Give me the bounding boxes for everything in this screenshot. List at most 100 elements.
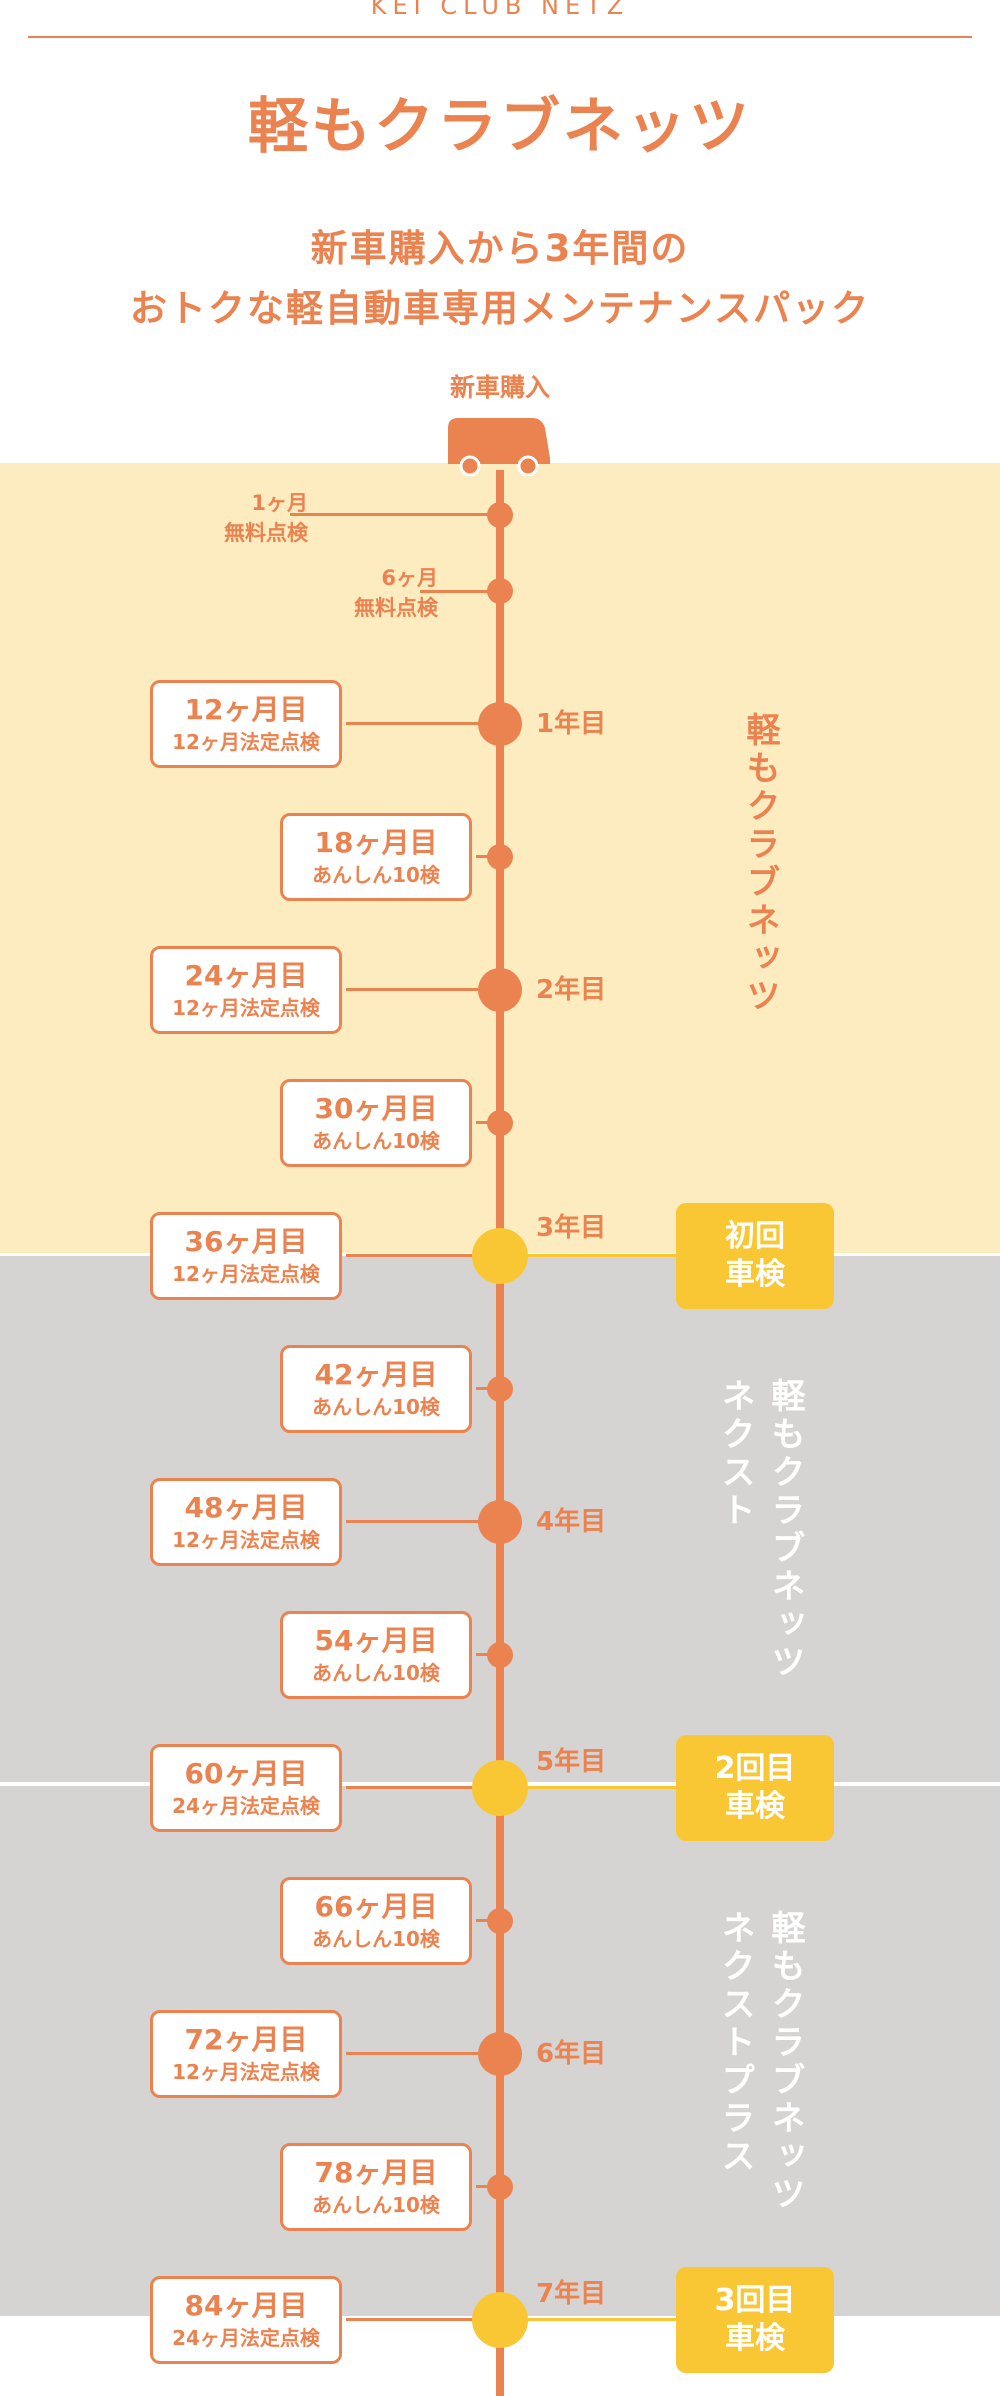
half-year-dot bbox=[487, 1642, 513, 1668]
half-year-dot bbox=[487, 844, 513, 870]
milestone-connector bbox=[346, 988, 500, 991]
subtitle-line-1: 新車購入から3年間の bbox=[310, 227, 690, 270]
plan-name-line: 軽もクラブネッツ bbox=[765, 1378, 805, 1682]
milestone-84-months: 84ヶ月目 24ヶ月法定点検 bbox=[150, 2276, 342, 2364]
plan-name-next: 軽もクラブネッツ ネクスト bbox=[710, 1378, 810, 1682]
milestone-month: 48ヶ月目 bbox=[184, 1491, 308, 1524]
inspection-badge-line2: 車検 bbox=[725, 1789, 785, 1824]
inspection-badge-second: 2回目 車検 bbox=[676, 1735, 834, 1841]
milestone-type: 12ヶ月法定点検 bbox=[172, 1528, 320, 1552]
free-check-month: 6ヶ月 bbox=[381, 566, 438, 590]
milestone-type: 12ヶ月法定点検 bbox=[172, 996, 320, 1020]
start-label: 新車購入 bbox=[449, 373, 550, 402]
year-label: 2年目 bbox=[536, 975, 607, 1005]
brand-english-name: KEI CLUB NETZ bbox=[370, 0, 630, 20]
milestone-type: あんしん10検 bbox=[312, 1661, 440, 1685]
plan-name-line: 軽もクラブネッツ bbox=[740, 712, 780, 1016]
milestone-month: 54ヶ月目 bbox=[314, 1624, 438, 1657]
inspection-badge-line1: 2回目 bbox=[714, 1751, 796, 1786]
milestone-month: 18ヶ月目 bbox=[314, 826, 438, 859]
milestone-month: 84ヶ月目 bbox=[184, 2289, 308, 2322]
milestone-type: 24ヶ月法定点検 bbox=[172, 1794, 320, 1818]
milestone-type: あんしん10検 bbox=[312, 1927, 440, 1951]
milestone-42-months: 42ヶ月目 あんしん10検 bbox=[280, 1345, 472, 1433]
free-check-connector bbox=[420, 590, 500, 593]
year-dot bbox=[478, 968, 522, 1012]
milestone-connector bbox=[346, 2318, 500, 2321]
free-check-connector bbox=[290, 513, 500, 516]
year-label: 5年目 bbox=[536, 1747, 607, 1777]
half-year-dot bbox=[487, 2174, 513, 2200]
milestone-month: 12ヶ月目 bbox=[184, 693, 308, 726]
milestone-connector bbox=[346, 1520, 500, 1523]
plan-name-line: 軽もクラブネッツ bbox=[765, 1910, 805, 2214]
milestone-60-months: 60ヶ月目 24ヶ月法定点検 bbox=[150, 1744, 342, 1832]
inspection-connector bbox=[500, 2318, 680, 2321]
milestone-24-months: 24ヶ月目 12ヶ月法定点検 bbox=[150, 946, 342, 1034]
inspection-year-dot bbox=[472, 1228, 528, 1284]
year-label: 1年目 bbox=[536, 709, 607, 739]
inspection-connector bbox=[500, 1254, 680, 1257]
subtitle-line-2: おトクな軽自動車専用メンテナンスパック bbox=[129, 287, 871, 330]
milestone-month: 60ヶ月目 bbox=[184, 1757, 308, 1790]
milestone-month: 78ヶ月目 bbox=[314, 2156, 438, 2189]
milestone-connector bbox=[346, 1254, 500, 1257]
inspection-badge-line1: 初回 bbox=[725, 1219, 785, 1254]
free-check-dot bbox=[487, 502, 513, 528]
milestone-type: 12ヶ月法定点検 bbox=[172, 2060, 320, 2084]
inspection-badge-third: 3回目 車検 bbox=[676, 2267, 834, 2373]
milestone-type: 12ヶ月法定点検 bbox=[172, 730, 320, 754]
milestone-month: 66ヶ月目 bbox=[314, 1890, 438, 1923]
page-title: 軽もクラブネッツ bbox=[248, 92, 752, 162]
milestone-month: 42ヶ月目 bbox=[314, 1358, 438, 1391]
free-check-6-month: 6ヶ月 無料点検 bbox=[280, 563, 438, 623]
milestone-month: 36ヶ月目 bbox=[184, 1225, 308, 1258]
inspection-badge-line1: 3回目 bbox=[714, 2283, 796, 2318]
half-year-dot bbox=[487, 1376, 513, 1402]
milestone-type: 24ヶ月法定点検 bbox=[172, 2326, 320, 2350]
milestone-78-months: 78ヶ月目 あんしん10検 bbox=[280, 2143, 472, 2231]
year-label: 3年目 bbox=[536, 1213, 607, 1243]
milestone-36-months: 36ヶ月目 12ヶ月法定点検 bbox=[150, 1212, 342, 1300]
milestone-month: 30ヶ月目 bbox=[314, 1092, 438, 1125]
milestone-connector bbox=[346, 722, 500, 725]
inspection-badge-line2: 車検 bbox=[725, 2321, 785, 2356]
year-dot bbox=[478, 2032, 522, 2076]
free-check-month: 1ヶ月 bbox=[251, 491, 308, 515]
inspection-badge-first: 初回 車検 bbox=[676, 1203, 834, 1309]
free-check-dot bbox=[487, 578, 513, 604]
year-label: 7年目 bbox=[536, 2279, 607, 2309]
milestone-54-months: 54ヶ月目 あんしん10検 bbox=[280, 1611, 472, 1699]
free-check-1-month: 1ヶ月 無料点検 bbox=[150, 488, 308, 548]
inspection-connector bbox=[500, 1786, 680, 1789]
milestone-66-months: 66ヶ月目 あんしん10検 bbox=[280, 1877, 472, 1965]
milestone-connector bbox=[346, 1786, 500, 1789]
half-year-dot bbox=[487, 1110, 513, 1136]
milestone-type: あんしん10検 bbox=[312, 863, 440, 887]
year-dot bbox=[478, 702, 522, 746]
milestone-connector bbox=[346, 2052, 500, 2055]
year-label: 6年目 bbox=[536, 2039, 607, 2069]
milestone-18-months: 18ヶ月目 あんしん10検 bbox=[280, 813, 472, 901]
year-label: 4年目 bbox=[536, 1507, 607, 1537]
milestone-month: 24ヶ月目 bbox=[184, 959, 308, 992]
milestone-type: あんしん10検 bbox=[312, 1129, 440, 1153]
milestone-month: 72ヶ月目 bbox=[184, 2023, 308, 2056]
inspection-year-dot bbox=[472, 2292, 528, 2348]
timeline-axis bbox=[496, 470, 504, 2396]
plan-name-next-plus: 軽もクラブネッツ ネクストプラス bbox=[710, 1910, 810, 2214]
milestone-12-months: 12ヶ月目 12ヶ月法定点検 bbox=[150, 680, 342, 768]
milestone-type: あんしん10検 bbox=[312, 2193, 440, 2217]
inspection-badge-line2: 車検 bbox=[725, 1257, 785, 1292]
milestone-48-months: 48ヶ月目 12ヶ月法定点検 bbox=[150, 1478, 342, 1566]
inspection-year-dot bbox=[472, 1760, 528, 1816]
free-check-type: 無料点検 bbox=[224, 521, 308, 545]
year-dot bbox=[478, 1500, 522, 1544]
free-check-type: 無料点検 bbox=[354, 596, 438, 620]
milestone-30-months: 30ヶ月目 あんしん10検 bbox=[280, 1079, 472, 1167]
half-year-dot bbox=[487, 1908, 513, 1934]
plan-name-line: ネクストプラス bbox=[715, 1910, 755, 2176]
milestone-72-months: 72ヶ月目 12ヶ月法定点検 bbox=[150, 2010, 342, 2098]
milestone-type: 12ヶ月法定点検 bbox=[172, 1262, 320, 1286]
plan-name-line: ネクスト bbox=[715, 1378, 755, 1530]
